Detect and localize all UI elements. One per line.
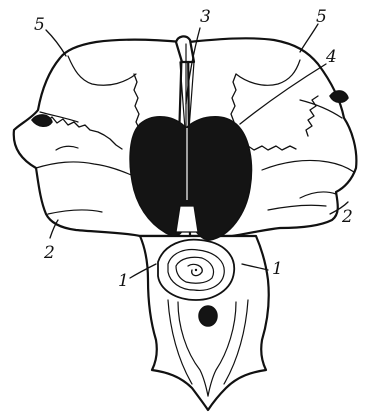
label-2-left: 2: [43, 243, 55, 263]
label-1-left: 1: [118, 271, 129, 291]
label-2-right: 2: [341, 207, 353, 227]
label-3: 3: [200, 7, 211, 27]
label-1-right: 1: [272, 259, 283, 279]
label-4: 4: [325, 47, 337, 67]
label-5-right: 5: [316, 7, 327, 27]
label-5-left: 5: [34, 15, 45, 35]
